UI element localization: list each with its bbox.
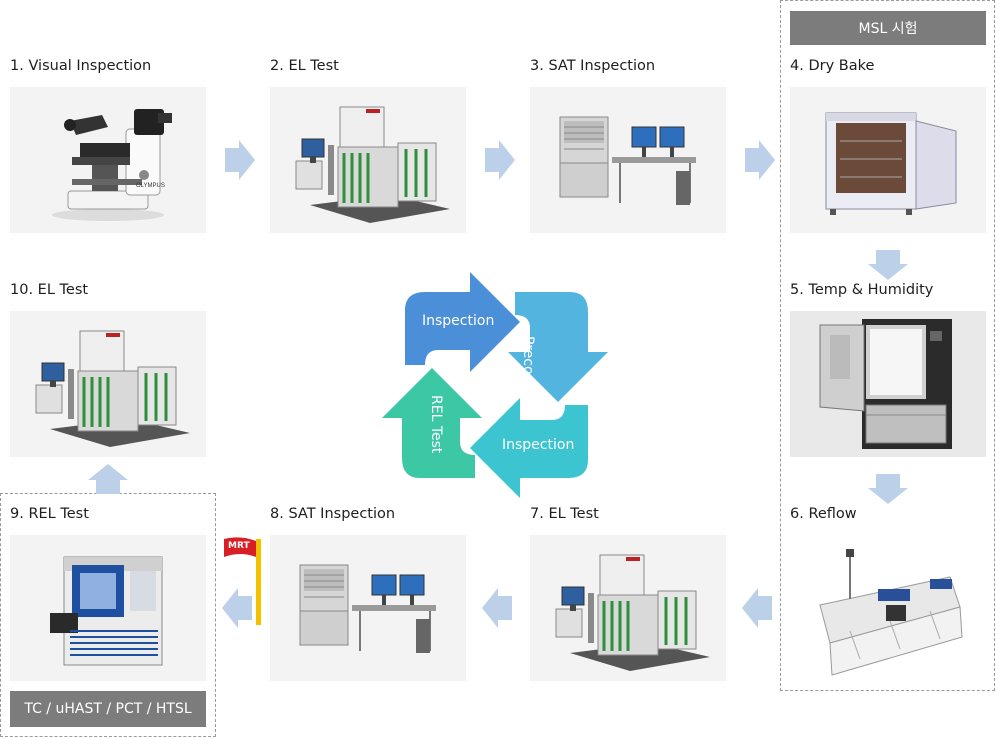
arrow-down-icon bbox=[868, 474, 908, 504]
arrow-down-icon bbox=[868, 250, 908, 280]
bake-oven-image bbox=[790, 87, 986, 233]
step-9-label: 9. REL Test bbox=[10, 506, 89, 522]
step-5-label: 5. Temp & Humidity bbox=[790, 282, 934, 298]
bake-oven-icon bbox=[790, 87, 986, 233]
cycle-right-arrow bbox=[508, 292, 608, 402]
sat-scanner-icon bbox=[530, 87, 726, 233]
cycle-left-label: REL Test bbox=[428, 395, 444, 454]
step-4-label: 4. Dry Bake bbox=[790, 58, 875, 74]
arrow-right-icon bbox=[745, 140, 775, 180]
step-7-label: 7. EL Test bbox=[530, 506, 599, 522]
cycle-bottom-arrow bbox=[470, 398, 588, 498]
rel-chamber-image bbox=[10, 535, 206, 681]
el-tester-image bbox=[10, 311, 206, 457]
step-10-label: 10. EL Test bbox=[10, 282, 89, 298]
cycle-right-label: Precon bbox=[520, 336, 536, 384]
arrow-right-icon bbox=[485, 140, 515, 180]
reflow-oven-icon bbox=[790, 535, 986, 681]
mrt-label: MRT bbox=[228, 541, 250, 551]
msl-group-box bbox=[780, 0, 995, 691]
humidity-chamber-icon bbox=[790, 311, 986, 457]
msl-test-banner: MSL 시험 bbox=[790, 11, 986, 45]
cycle-bottom-label: Inspection bbox=[502, 437, 575, 453]
cycle-top-label: Inspection bbox=[422, 313, 495, 329]
step-8-label: 8. SAT Inspection bbox=[270, 506, 396, 522]
mrt-flag-icon bbox=[224, 537, 261, 625]
rel-test-types-banner: TC / uHAST / PCT / HTSL bbox=[10, 691, 206, 727]
sat-scanner-image bbox=[530, 87, 726, 233]
humidity-chamber-image bbox=[790, 311, 986, 457]
cycle-diagram bbox=[382, 272, 608, 498]
el-tester-icon bbox=[530, 535, 726, 681]
cycle-left-arrow bbox=[382, 368, 482, 478]
rel-chamber-icon bbox=[10, 535, 206, 681]
step-2-label: 2. EL Test bbox=[270, 58, 339, 74]
arrow-left-icon bbox=[482, 588, 512, 628]
microscope-image bbox=[10, 87, 206, 233]
step-3-label: 3. SAT Inspection bbox=[530, 58, 656, 74]
reflow-oven-image bbox=[790, 535, 986, 681]
sat-scanner-icon bbox=[270, 535, 466, 681]
el-tester-image bbox=[530, 535, 726, 681]
arrow-right-icon bbox=[225, 140, 255, 180]
el-tester-icon bbox=[270, 87, 466, 233]
sat-scanner-image bbox=[270, 535, 466, 681]
arrow-up-icon bbox=[88, 464, 128, 494]
arrow-left-icon bbox=[742, 588, 772, 628]
cycle-top-arrow bbox=[405, 272, 520, 372]
step-6-label: 6. Reflow bbox=[790, 506, 857, 522]
step-1-label: 1. Visual Inspection bbox=[10, 58, 152, 74]
el-tester-icon bbox=[10, 311, 206, 457]
el-tester-image bbox=[270, 87, 466, 233]
microscope-icon bbox=[10, 87, 206, 233]
